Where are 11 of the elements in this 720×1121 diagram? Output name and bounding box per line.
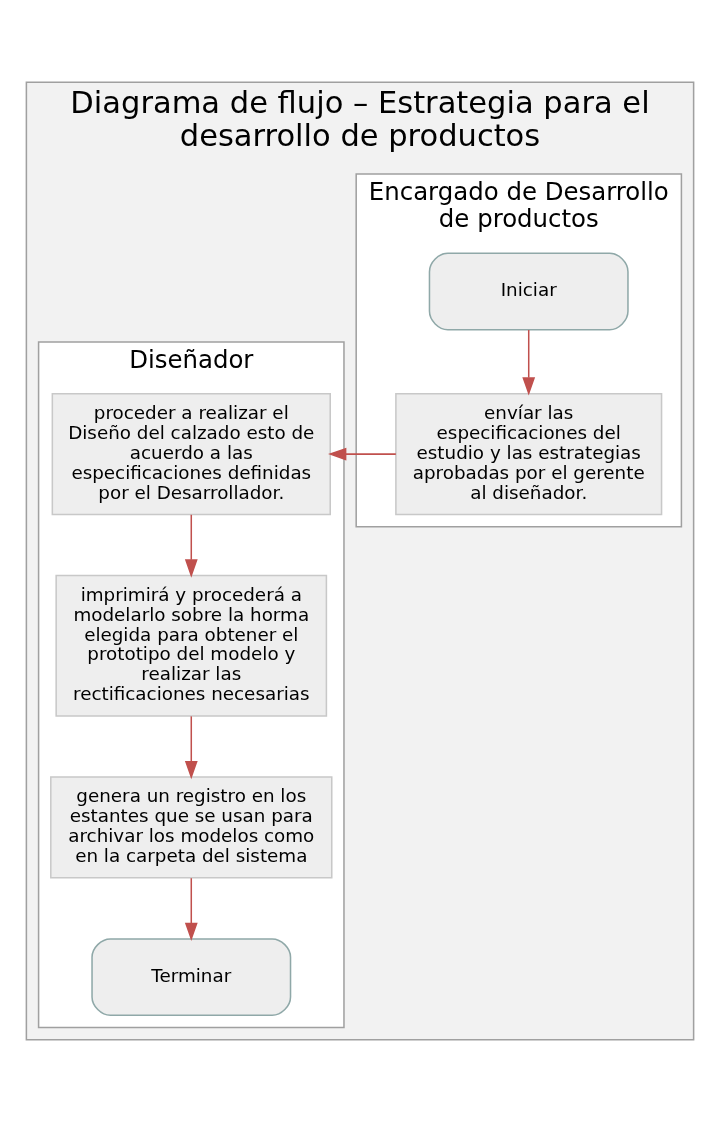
arrow (328, 447, 397, 461)
node-box: genera un registro en los estantes que se usan para archivar los modelos como en la carpeta del sistema (50, 775, 333, 879)
node-box: proceder a realizar el Diseño del calzado esto de acuerdo a las especificaciones definidas por el Desarrollador. (51, 392, 331, 515)
node-box: envíar las especificaciones del estudio y las estrategias aprobadas por el gerente al diseñador. (395, 392, 663, 515)
arrow (522, 328, 536, 396)
node-box: Iniciar (428, 252, 629, 330)
node-box: imprimirá y procederá a modelarlo sobre la horma elegida para obtener el prototipo del modelo y realizar las rectificaciones necesarias (55, 574, 328, 717)
arrow (184, 513, 198, 578)
node-box: Terminar (91, 937, 292, 1016)
arrow (184, 715, 198, 779)
arrow (184, 876, 198, 941)
